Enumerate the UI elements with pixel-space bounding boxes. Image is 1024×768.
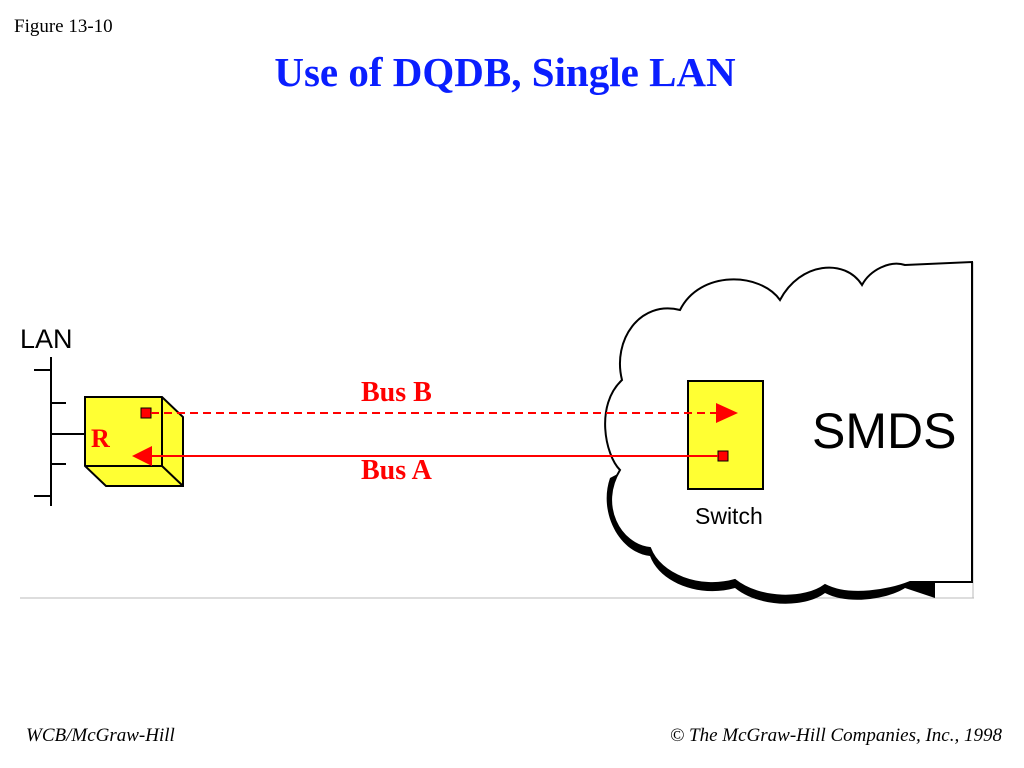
- switch-bus-a-port: [717, 450, 729, 462]
- bus-a-arrowhead: [132, 446, 152, 466]
- copyright-text: The McGraw-Hill Companies, Inc., 1998: [689, 725, 1002, 746]
- bus-b-label: Bus B: [361, 377, 432, 408]
- cloud-body: [604, 260, 973, 597]
- bus-a-label: Bus A: [361, 455, 433, 486]
- footer-copyright: © The McGraw-Hill Companies, Inc., 1998: [670, 725, 1002, 747]
- figure-number: Figure 13-10: [14, 16, 113, 37]
- lan-bus: [34, 357, 85, 506]
- router-label: R: [91, 424, 110, 453]
- footer-publisher: WCB/McGraw-Hill: [26, 725, 175, 746]
- bus-a-line: [132, 446, 718, 466]
- router-box: [84, 396, 184, 487]
- switch-label: Switch: [695, 503, 763, 529]
- smds-cloud: [604, 260, 973, 604]
- smds-label: SMDS: [812, 403, 956, 459]
- router-bus-b-port: [140, 407, 152, 419]
- lan-label: LAN: [20, 324, 73, 354]
- copyright-symbol: ©: [669, 725, 685, 746]
- switch-box: [687, 380, 764, 490]
- bus-b-line: [151, 403, 738, 423]
- bus-b-arrowhead: [716, 403, 738, 423]
- slide-title: Use of DQDB, Single LAN: [274, 49, 736, 95]
